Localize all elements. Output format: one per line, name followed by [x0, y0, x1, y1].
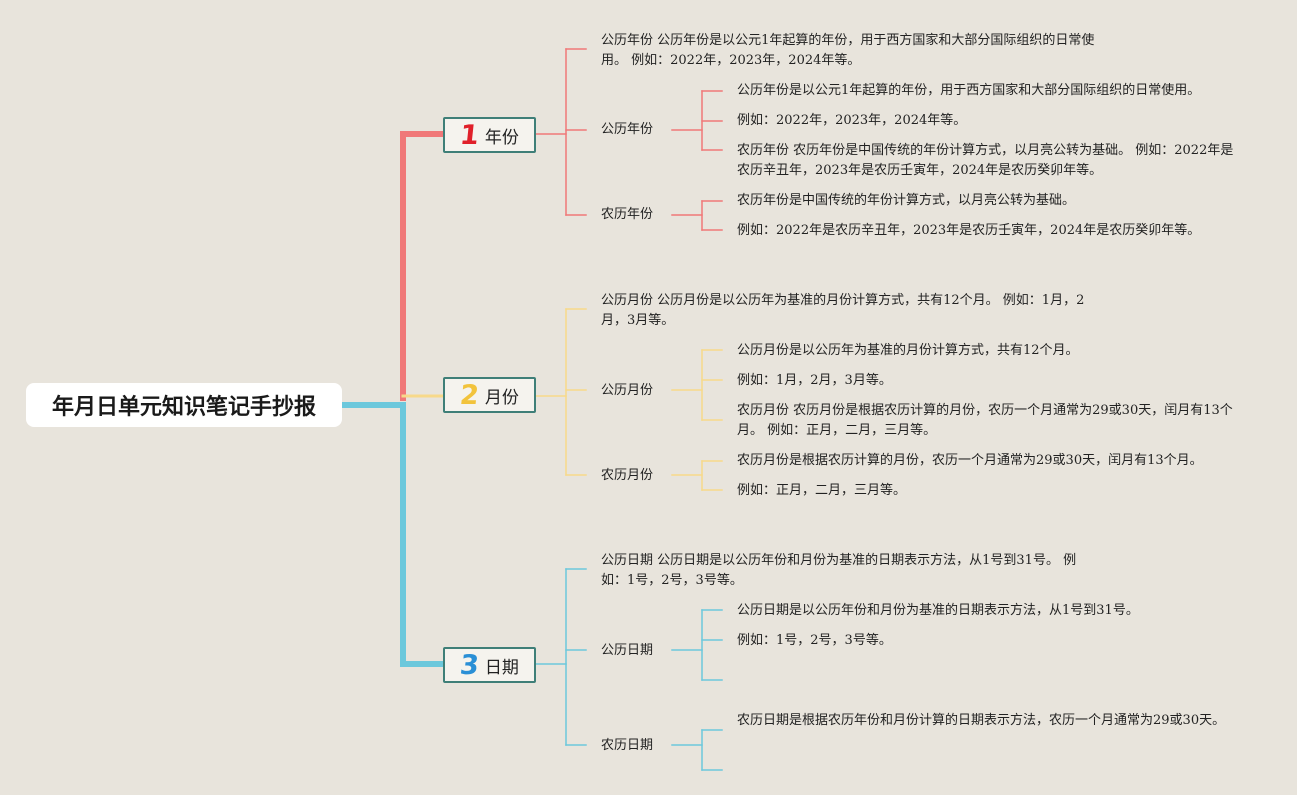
- summary-year: 公历年份 公历年份是以公元1年起算的年份，用于西方国家和大部分国际组织的日常使用…: [601, 33, 1095, 68]
- group-label: 农历年份: [601, 207, 654, 222]
- leaf-text: 例如：1号，2号，3号等。: [737, 633, 892, 648]
- branch-year[interactable]: 1 年份: [443, 117, 536, 153]
- group-label: 农历日期: [601, 738, 654, 753]
- group-label: 公历日期: [601, 643, 654, 658]
- leaf-text: 公历日期是以公历年份和月份为基准的日期表示方法，从1号到31号。: [737, 603, 1139, 618]
- branch-month[interactable]: 2 月份: [443, 377, 536, 413]
- branch-number: 3: [458, 649, 481, 681]
- leaf-text: 农历年份是中国传统的年份计算方式，以月亮公转为基础。: [737, 193, 1076, 208]
- branch-label: 年份: [484, 127, 519, 148]
- branch-date[interactable]: 3 日期: [443, 647, 536, 683]
- leaf-text: 农历月份是根据农历计算的月份，农历一个月通常为29或30天，闰月有13个月。: [737, 453, 1203, 468]
- leaf-text: 农历日期是根据农历年份和月份计算的日期表示方法，农历一个月通常为29或30天。: [737, 713, 1226, 728]
- group-label: 农历月份: [601, 468, 654, 483]
- leaf-text: 例如：2022年是农历辛丑年，2023年是农历壬寅年，2024年是农历癸卯年等。: [737, 223, 1201, 238]
- root-title[interactable]: 年月日单元知识笔记手抄报: [26, 383, 342, 427]
- branch-label: 月份: [484, 387, 519, 408]
- leaf-text: 例如：2022年，2023年，2024年等。: [737, 113, 967, 128]
- branch-number: 1: [458, 119, 481, 151]
- summary-date: 公历日期 公历日期是以公历年份和月份为基准的日期表示方法，从1号到31号。 例如…: [601, 553, 1077, 588]
- summary-month: 公历月份 公历月份是以公历年为基准的月份计算方式，共有12个月。 例如：1月，2…: [601, 293, 1085, 328]
- leaf-text: 公历月份是以公历年为基准的月份计算方式，共有12个月。: [737, 343, 1079, 358]
- leaf-text: 农历年份 农历年份是中国传统的年份计算方式，以月亮公转为基础。 例如：2022年…: [737, 143, 1234, 178]
- leaf-text: 例如：正月，二月，三月等。: [737, 483, 907, 498]
- leaf-text: 例如：1月，2月，3月等。: [737, 373, 892, 388]
- group-label: 公历月份: [601, 383, 654, 398]
- branch-label: 日期: [484, 657, 519, 678]
- branch-number: 2: [458, 379, 481, 411]
- leaf-text: 公历年份是以公元1年起算的年份，用于西方国家和大部分国际组织的日常使用。: [737, 83, 1201, 98]
- leaf-text: 农历月份 农历月份是根据农历计算的月份，农历一个月通常为29或30天，闰月有13…: [737, 403, 1233, 438]
- group-label: 公历年份: [601, 122, 654, 137]
